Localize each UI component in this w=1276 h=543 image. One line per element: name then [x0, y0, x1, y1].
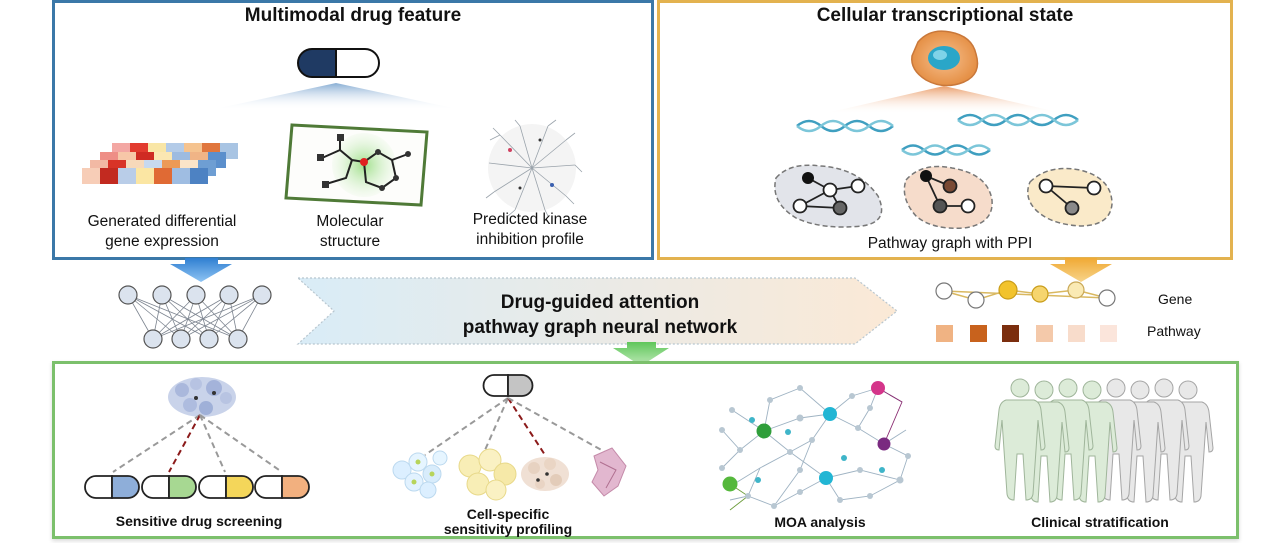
pathway-graph-3: [1027, 167, 1113, 227]
kinase-tree-icon: [485, 119, 583, 217]
cell-type-1-icon: [392, 450, 448, 499]
pathway-graph-2: [903, 165, 993, 229]
model-title: Drug-guided attention pathway graph neur…: [462, 292, 738, 338]
app-label-sensitivity-profiling: Cell-specific sensitivity profiling: [443, 506, 573, 537]
moa-network-illustration: [719, 381, 911, 511]
cell-type-2-icon: [458, 448, 517, 501]
dna-helix-icon: [796, 113, 1079, 156]
gene-legend-label: Gene: [1158, 291, 1193, 307]
pathway-legend-label: Pathway: [1147, 323, 1201, 339]
moa-hub-node-3: [871, 381, 885, 395]
sensitivity-profiling-illustration: [392, 374, 627, 501]
model-arrow-shape: [296, 277, 898, 345]
app-label-clinical-stratification: Clinical stratification: [1031, 514, 1169, 530]
molecular-structure-icon: [284, 123, 429, 207]
app-label-moa-analysis: MOA analysis: [774, 514, 866, 530]
moa-hub-node-1: [756, 423, 772, 439]
drug-capsule-icon: [297, 48, 380, 78]
model-down-arrow: [613, 342, 669, 366]
cell-type-4-icon: [591, 447, 627, 497]
moa-hub-node-6: [722, 476, 738, 492]
app-label-drug-screening: Sensitive drug screening: [115, 513, 283, 529]
pathway-graph-1: [774, 164, 883, 228]
drug-screening-illustration: [84, 377, 310, 499]
capsule-orange-icon: [254, 475, 310, 499]
drug-down-arrow: [170, 258, 232, 282]
capsule-gray-icon: [482, 374, 534, 397]
capsule-blue-icon: [84, 475, 140, 499]
moa-hub-node-2: [823, 407, 837, 421]
cell-panel-title: Cellular transcriptional state: [816, 5, 1074, 26]
cell-type-3-icon: [521, 457, 569, 491]
gene-expression-heatmap-icon: [82, 143, 238, 184]
pathway-graph-caption: Pathway graph with PPI: [867, 235, 1033, 252]
moa-hub-node-4: [877, 437, 891, 451]
cell-cluster-icon: [168, 377, 236, 417]
moa-hub-node-5: [819, 471, 833, 485]
patient-silhouettes-illustration: [994, 378, 1214, 503]
cell-icon: [911, 30, 979, 87]
capsule-yellow-icon: [198, 475, 254, 499]
cell-down-arrow: [1050, 258, 1112, 282]
capsule-green-icon: [141, 475, 197, 499]
gene-legend-chain: [935, 280, 1116, 309]
pathway-legend-squares: [936, 325, 1117, 342]
neural-network-icon: [118, 285, 272, 349]
drug-fan-shape: [210, 83, 462, 110]
cell-fan-shape: [822, 86, 1066, 114]
drug-panel-title: Multimodal drug feature: [244, 5, 462, 26]
